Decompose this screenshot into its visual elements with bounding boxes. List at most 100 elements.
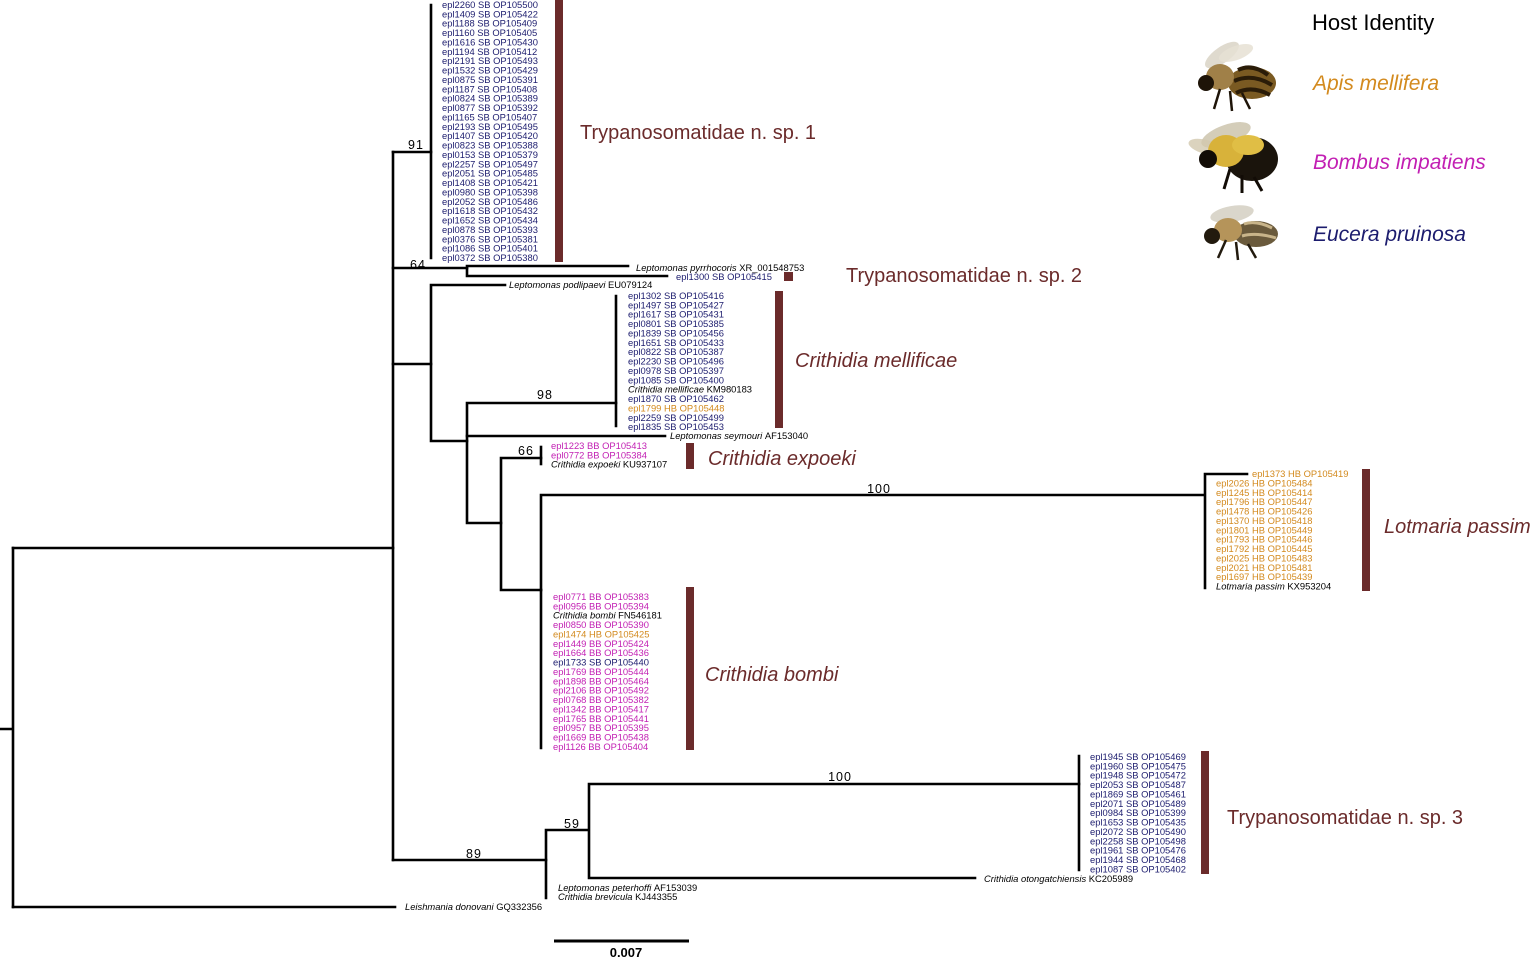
support-value: 66 bbox=[518, 444, 534, 458]
tip-label: epl0878 SB OP105393 bbox=[442, 224, 538, 235]
clade-label-sp3: Trypanosomatidae n. sp. 3 bbox=[1227, 807, 1463, 829]
tip-label: epl1300 SB OP105415 bbox=[676, 271, 772, 282]
legend-host-bombus: Bombus impatiens bbox=[1313, 151, 1486, 174]
tip-label: epl0850 BB OP105390 bbox=[553, 619, 649, 630]
tip-label: epl1409 SB OP105422 bbox=[442, 8, 538, 19]
tip-label: epl2071 SB OP105489 bbox=[1090, 798, 1186, 809]
clade-labels: Trypanosomatidae n. sp. 1 Trypanosomatid… bbox=[580, 122, 1531, 829]
tip-label: epl0772 BB OP105384 bbox=[551, 449, 647, 460]
clade-label-bombi: Crithidia bombi bbox=[705, 664, 839, 686]
tip-label: epl1474 HB OP105425 bbox=[553, 628, 649, 639]
tip-label: epl2053 SB OP105487 bbox=[1090, 779, 1186, 790]
tip-label: epl1835 SB OP105453 bbox=[628, 421, 724, 432]
tip-label: epl0822 SB OP105387 bbox=[628, 346, 724, 357]
support-value: 98 bbox=[537, 388, 553, 402]
tip-label: Leptomonas peterhoffi AF153039 bbox=[558, 882, 697, 893]
tip-label: epl1769 BB OP105444 bbox=[553, 666, 649, 677]
clade-bar-sp1 bbox=[555, 0, 563, 262]
tip-label: epl1617 SB OP105431 bbox=[628, 309, 724, 320]
tip-label: Lotmaria passim KX953204 bbox=[1216, 581, 1331, 592]
tree-branches bbox=[0, 3, 1249, 909]
tip-label: epl1733 SB OP105440 bbox=[553, 657, 649, 668]
tip-label: epl1497 SB OP105427 bbox=[628, 299, 724, 310]
tip-label: epl0801 SB OP105385 bbox=[628, 318, 724, 329]
tip-label: Crithidia otongatchiensis KC205989 bbox=[984, 873, 1133, 884]
tip-label: epl2051 SB OP105485 bbox=[442, 168, 538, 179]
tip-label: epl1697 HB OP105439 bbox=[1216, 571, 1312, 582]
tip-label: epl1796 HB OP105447 bbox=[1216, 496, 1312, 507]
tip-label: epl1373 HB OP105419 bbox=[1252, 468, 1348, 479]
tip-label: epl2193 SB OP105495 bbox=[442, 121, 538, 132]
tip-label: epl1085 SB OP105400 bbox=[628, 374, 724, 385]
tip-label: epl1407 SB OP105420 bbox=[442, 130, 538, 141]
clade-bars bbox=[555, 0, 1370, 874]
host-legend: Host Identity bbox=[1188, 10, 1486, 261]
tip-label: epl2026 HB OP105484 bbox=[1216, 478, 1312, 489]
tip-label: epl1223 BB OP105413 bbox=[551, 440, 647, 451]
tip-label: epl1948 SB OP105472 bbox=[1090, 770, 1186, 781]
tip-label: epl1086 SB OP105401 bbox=[442, 243, 538, 254]
tip-label: epl0957 BB OP105395 bbox=[553, 722, 649, 733]
tip-label: epl1194 SB OP105412 bbox=[442, 46, 537, 57]
tip-label: Leptomonas podlipaevi EU079124 bbox=[509, 279, 652, 290]
scale-bar: 0.007 bbox=[554, 939, 689, 958]
support-value: 100 bbox=[828, 770, 852, 784]
tip-label: epl1898 BB OP105464 bbox=[553, 675, 649, 686]
support-value: 64 bbox=[410, 258, 426, 272]
tip-label: epl1126 BB OP105404 bbox=[553, 741, 648, 752]
clade-bar-lotmaria bbox=[1362, 469, 1370, 591]
clade-label-sp1: Trypanosomatidae n. sp. 1 bbox=[580, 122, 816, 144]
tip-label: epl0376 SB OP105381 bbox=[442, 233, 538, 244]
tip-label: epl0875 SB OP105391 bbox=[442, 74, 538, 85]
tip-label: epl0877 SB OP105392 bbox=[442, 102, 538, 113]
tip-label: Leptomonas seymouri AF153040 bbox=[670, 430, 808, 441]
clade-bar-bombi bbox=[686, 587, 694, 750]
tip-label: epl1245 HB OP105414 bbox=[1216, 487, 1312, 498]
tip-label: epl2072 SB OP105490 bbox=[1090, 826, 1186, 837]
honeybee-icon bbox=[1198, 41, 1276, 112]
tip-label: epl1652 SB OP105434 bbox=[442, 215, 538, 226]
support-values: 91 64 98 66 100 100 59 89 bbox=[408, 138, 891, 861]
tip-label: epl1961 SB OP105476 bbox=[1090, 845, 1186, 856]
tip-label: epl1160 SB OP105405 bbox=[442, 27, 537, 38]
tip-label: epl2191 SB OP105493 bbox=[442, 55, 538, 66]
tip-label: epl1449 BB OP105424 bbox=[553, 638, 649, 649]
scale-bar-label: 0.007 bbox=[610, 945, 643, 958]
tip-label: epl1532 SB OP105429 bbox=[442, 65, 538, 76]
tip-label: epl0978 SB OP105397 bbox=[628, 365, 724, 376]
tip-label: epl1651 SB OP105433 bbox=[628, 337, 724, 348]
tip-label: epl1801 HB OP105449 bbox=[1216, 524, 1312, 535]
tip-label: epl2257 SB OP105497 bbox=[442, 158, 538, 169]
tip-label: epl2258 SB OP105498 bbox=[1090, 835, 1186, 846]
tip-label: Crithidia bombi FN546181 bbox=[553, 610, 662, 621]
tip-label: epl1618 SB OP105432 bbox=[442, 205, 538, 216]
squash-bee-icon bbox=[1204, 205, 1278, 261]
support-value: 91 bbox=[408, 138, 424, 152]
tip-label: epl1616 SB OP105430 bbox=[442, 36, 538, 47]
tip-label: epl1653 SB OP105435 bbox=[1090, 817, 1186, 828]
tip-label: Crithidia brevicula KJ443355 bbox=[558, 891, 677, 902]
tip-label: epl0372 SB OP105380 bbox=[442, 252, 538, 263]
tip-label: epl2025 HB OP105483 bbox=[1216, 552, 1312, 563]
support-value: 100 bbox=[867, 482, 891, 496]
support-value: 89 bbox=[466, 847, 482, 861]
tip-label: epl0153 SB OP105379 bbox=[442, 149, 538, 160]
tip-label: epl2021 HB OP105481 bbox=[1216, 562, 1312, 573]
tip-label: epl1869 SB OP105461 bbox=[1090, 788, 1186, 799]
tip-label: Leptomonas pyrrhocoris XR_001548753 bbox=[636, 262, 804, 273]
tip-label: epl1944 SB OP105468 bbox=[1090, 854, 1186, 865]
support-value: 59 bbox=[564, 817, 580, 831]
tip-label: epl1765 BB OP105441 bbox=[553, 713, 649, 724]
tip-label: epl0824 SB OP105389 bbox=[442, 93, 538, 104]
tip-label: epl0768 BB OP105382 bbox=[553, 694, 649, 705]
tip-label: epl0823 SB OP105388 bbox=[442, 140, 538, 151]
clade-label-lotmaria: Lotmaria passim bbox=[1384, 516, 1531, 538]
tip-label: epl0984 SB OP105399 bbox=[1090, 807, 1186, 818]
tip-label: epl1669 BB OP105438 bbox=[553, 732, 649, 743]
tip-label: Crithidia expoeki KU937107 bbox=[551, 459, 667, 470]
tip-label: epl1478 HB OP105426 bbox=[1216, 506, 1312, 517]
clade-bar-mellificae bbox=[775, 291, 783, 428]
tip-label: epl2106 BB OP105492 bbox=[553, 685, 649, 696]
